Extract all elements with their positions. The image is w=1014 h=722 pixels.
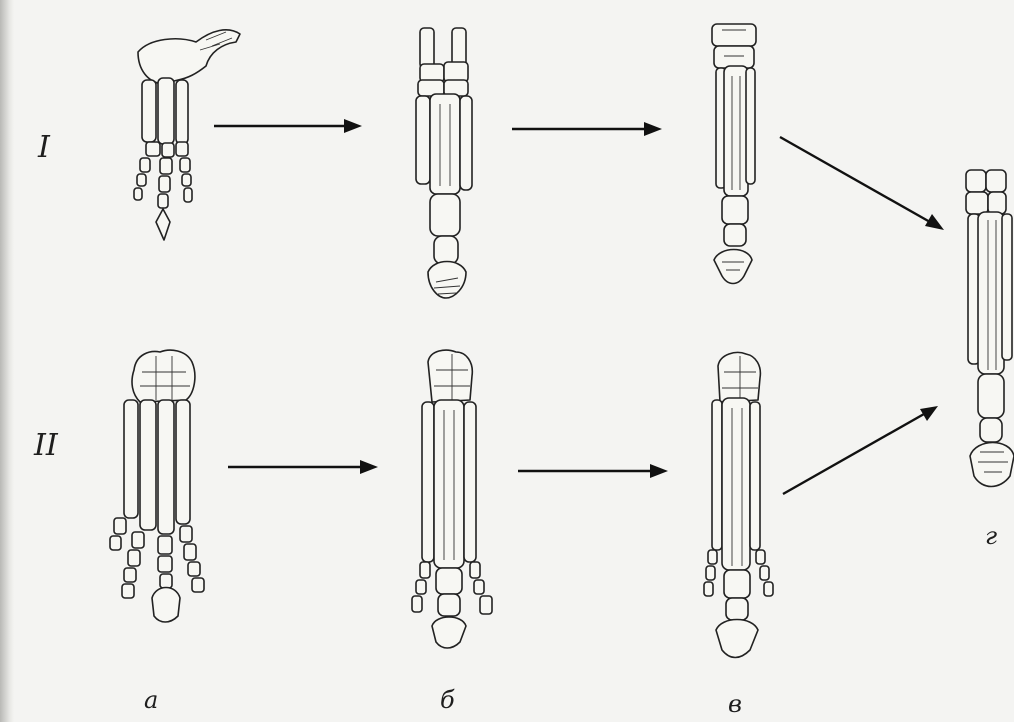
arrow-row2-v-to-g xyxy=(783,406,938,494)
limb-g xyxy=(966,170,1014,487)
limb-row1-b xyxy=(416,28,472,298)
arrow-row1-b-to-v xyxy=(512,122,662,136)
limb-row1-v xyxy=(712,24,756,284)
arrow-row2-b-to-v xyxy=(518,464,668,478)
limb-row2-v xyxy=(704,353,773,658)
arrow-row1-a-to-b xyxy=(214,119,362,133)
limb-row1-a xyxy=(134,30,240,240)
arrow-row2-a-to-b xyxy=(228,460,378,474)
limb-row2-b xyxy=(412,350,492,648)
arrow-row1-v-to-g xyxy=(780,137,944,230)
limb-row2-a xyxy=(110,350,204,622)
